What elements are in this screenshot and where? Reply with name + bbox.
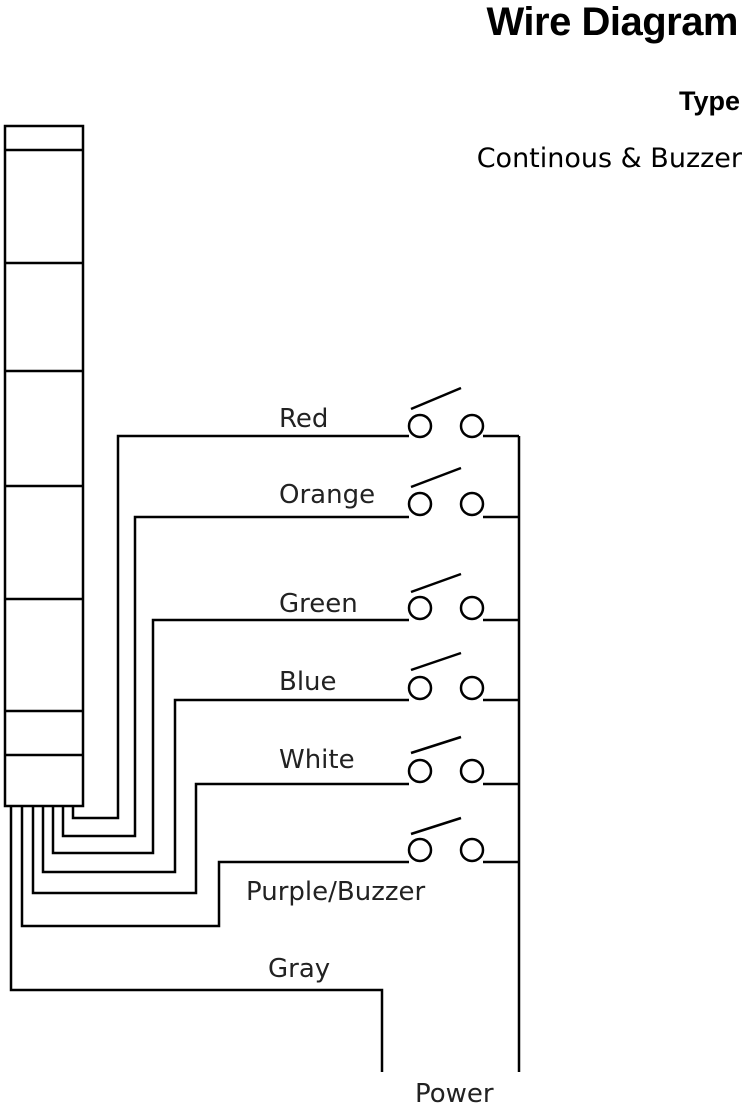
white-switch [407,735,485,784]
blue-switch [407,651,485,701]
orange-label: Orange [279,480,375,510]
white-wire [31,782,409,895]
purple-buzzer-wire [20,806,409,928]
tower-light-body [3,124,85,808]
orange-wire [61,515,409,838]
purple-buzzer-switch [407,816,485,863]
white-label: White [279,745,355,775]
blue-label: Blue [279,667,337,697]
green-label: Green [279,589,358,619]
orange-switch [407,466,485,517]
type-value: Continous & Buzzer [476,143,742,174]
page-title: Wire Diagram [486,0,739,44]
purple-buzzer-label: Purple/Buzzer [246,877,425,907]
green-wire [51,618,409,855]
red-label: Red [279,404,328,434]
power-label: Power [415,1079,494,1108]
type-label: Type [678,86,740,116]
red-switch [407,386,485,439]
blue-wire [41,698,409,874]
gray-wire [9,806,384,1072]
red-wire [71,434,409,820]
gray-label: Gray [268,954,330,984]
green-switch [407,572,485,621]
